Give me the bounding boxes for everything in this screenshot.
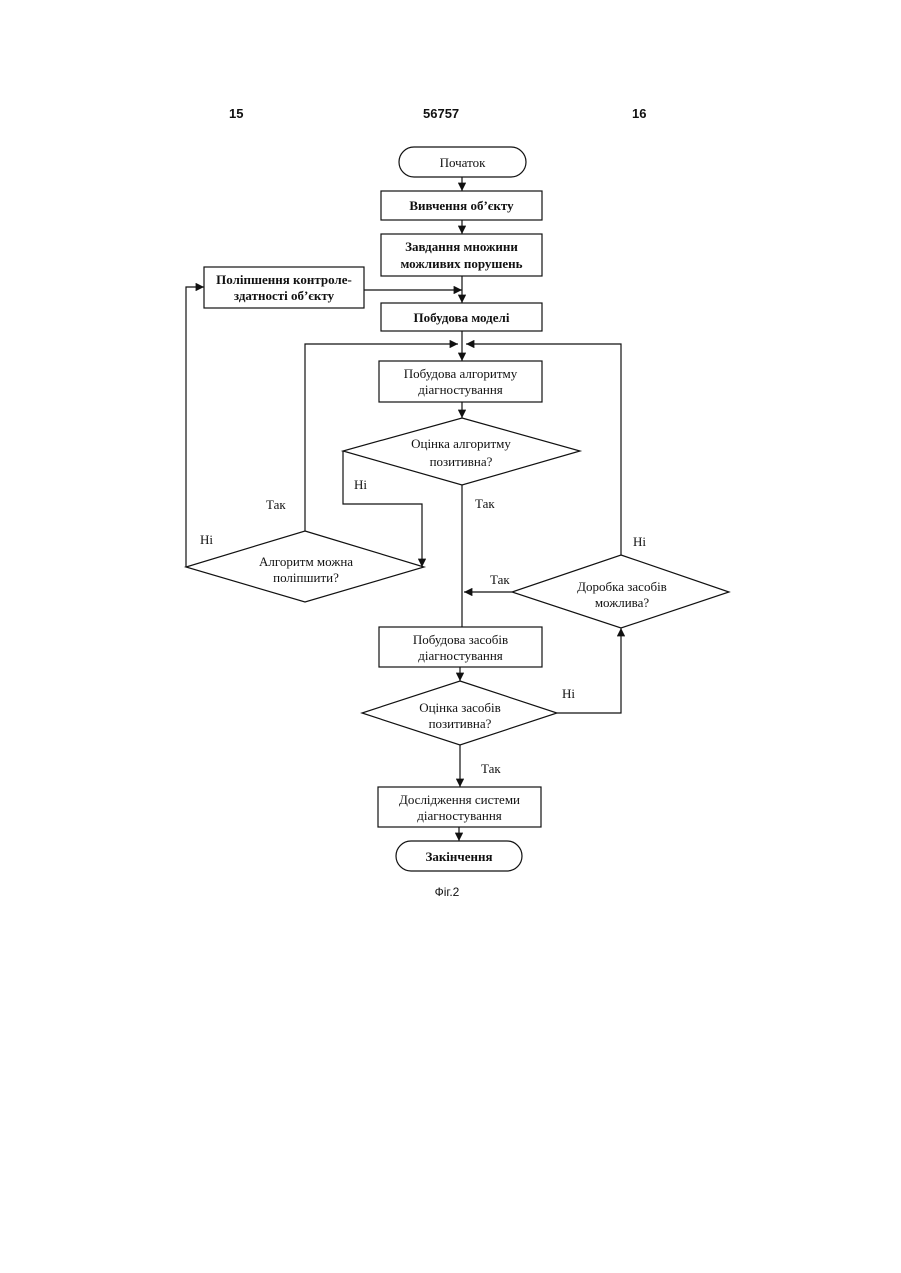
start-label: Початок	[440, 155, 487, 170]
start-terminator: Початок	[399, 147, 526, 177]
fault-set-label-2: можливих порушень	[401, 256, 523, 271]
algorithm-improvable-label-1: Алгоритм можна	[259, 554, 353, 569]
no-label-algorithm-eval: Ні	[354, 477, 367, 492]
algorithm-improvable-label-2: поліпшити?	[273, 570, 339, 585]
build-model-label: Побудова моделі	[414, 310, 510, 325]
tools-refinement-label-1: Доробка засобів	[577, 579, 667, 594]
research-system-box: Дослідження системи діагностування	[378, 787, 541, 827]
algorithm-evaluation-decision: Оцінка алгоритму позитивна?	[343, 418, 580, 485]
improve-object-label-1: Поліпшення контроле-	[216, 272, 352, 287]
build-tools-box: Побудова засобів діагностування	[379, 627, 542, 667]
study-object-label: Вивчення об’єкту	[409, 198, 514, 213]
no-label-algorithm-improvable: Ні	[200, 532, 213, 547]
no-label-tools-evaluation: Ні	[562, 686, 575, 701]
build-tools-label-1: Побудова засобів	[413, 632, 508, 647]
end-label: Закінчення	[425, 849, 492, 864]
tools-refinement-decision: Доробка засобів можлива?	[512, 555, 729, 628]
build-algorithm-label-2: діагностування	[418, 382, 503, 397]
yes-label-algorithm-eval: Так	[475, 496, 495, 511]
improve-object-label-2: здатності об’єкту	[234, 288, 335, 303]
figure-caption: Фіг.2	[435, 885, 460, 899]
yes-label-tools-refinement: Так	[490, 572, 510, 587]
build-algorithm-box: Побудова алгоритму діагностування	[379, 361, 542, 402]
build-algorithm-label-1: Побудова алгоритму	[404, 366, 518, 381]
tools-evaluation-decision: Оцінка засобів позитивна?	[362, 681, 557, 745]
no-label-tools-refinement: Ні	[633, 534, 646, 549]
build-model-box: Побудова моделі	[381, 303, 542, 331]
fault-set-box: Завдання множини можливих порушень	[381, 234, 542, 276]
study-object-box: Вивчення об’єкту	[381, 191, 542, 220]
end-terminator: Закінчення	[396, 841, 522, 871]
fault-set-label-1: Завдання множини	[405, 239, 518, 254]
algorithm-evaluation-label-1: Оцінка алгоритму	[411, 436, 511, 451]
yes-label-algorithm-improvable: Так	[266, 497, 286, 512]
tools-evaluation-label-2: позитивна?	[429, 716, 492, 731]
build-tools-label-2: діагностування	[418, 648, 503, 663]
improve-object-box: Поліпшення контроле- здатності об’єкту	[204, 267, 364, 308]
algorithm-evaluation-label-2: позитивна?	[430, 454, 493, 469]
research-system-label-2: діагностування	[417, 808, 502, 823]
yes-label-tools-evaluation: Так	[481, 761, 501, 776]
research-system-label-1: Дослідження системи	[399, 792, 520, 807]
algorithm-improvable-decision: Алгоритм можна поліпшити?	[186, 531, 424, 602]
tools-evaluation-label-1: Оцінка засобів	[419, 700, 501, 715]
tools-refinement-label-2: можлива?	[595, 595, 650, 610]
